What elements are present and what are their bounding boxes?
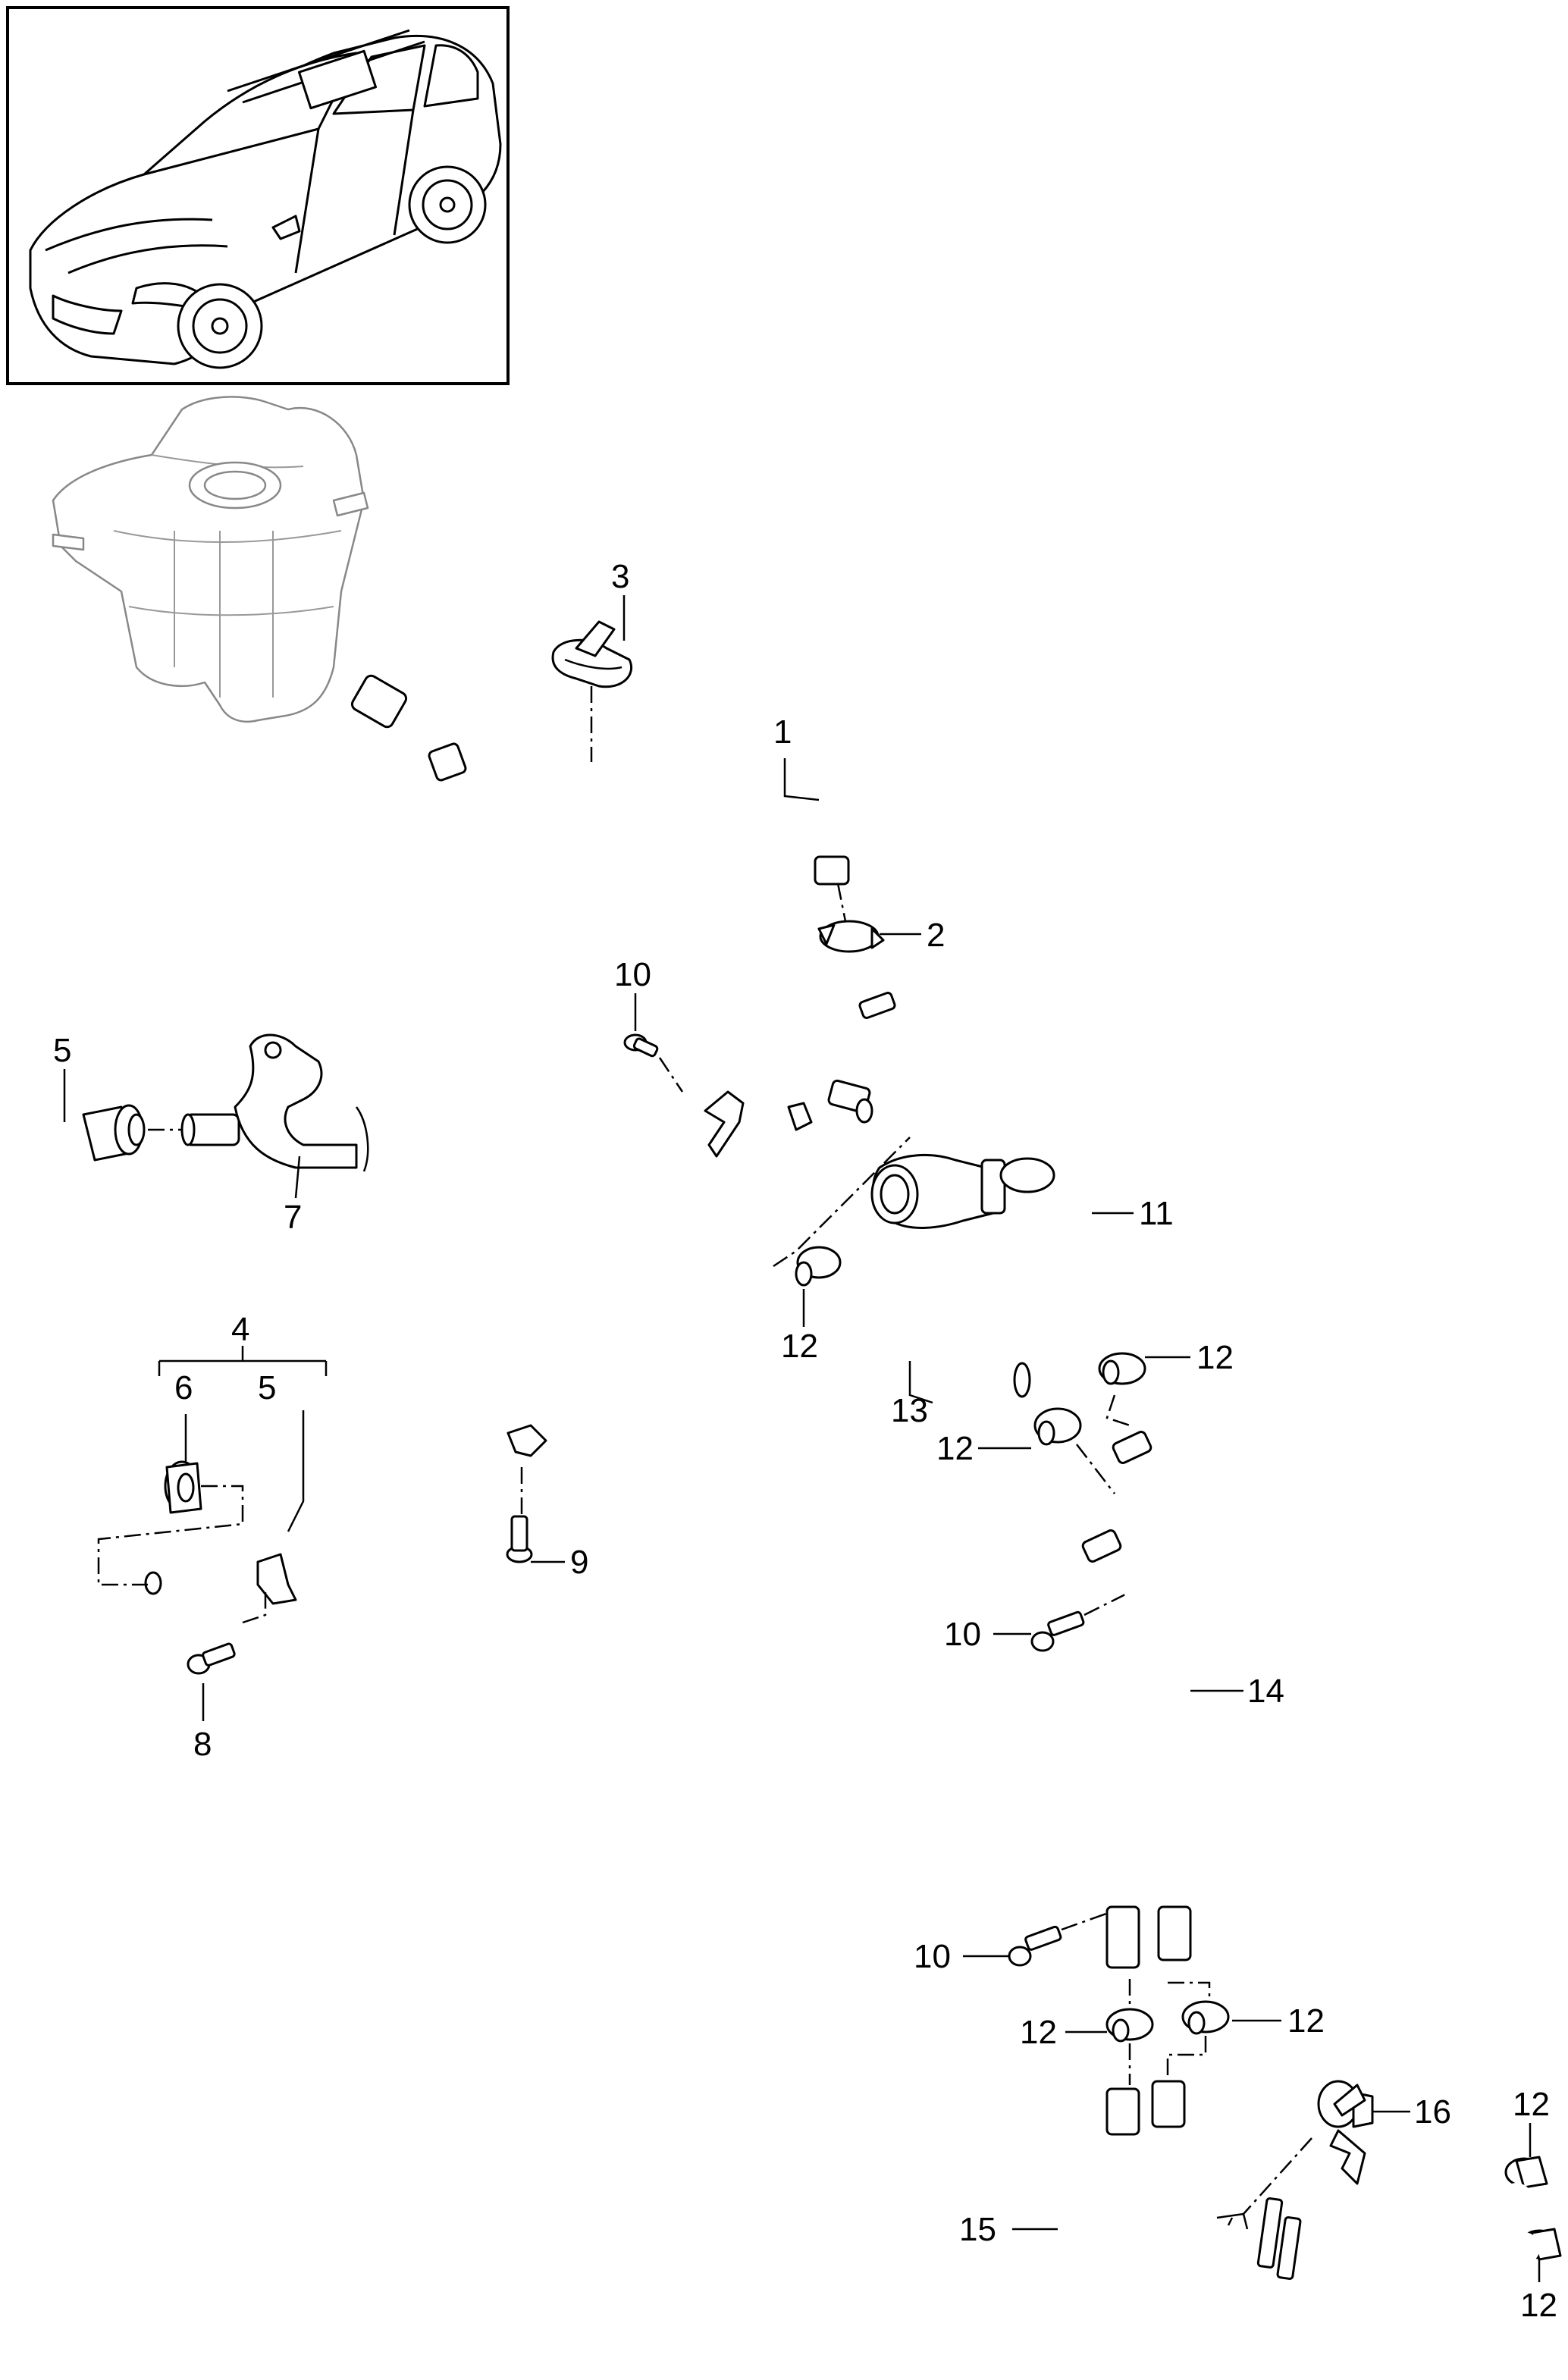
callout-12c: 12 xyxy=(936,1430,974,1467)
clamp-2 xyxy=(817,920,885,953)
clamp-12f xyxy=(1504,2156,1548,2189)
callout-12g: 12 xyxy=(1520,2287,1557,2324)
bolt-10-mid-guide xyxy=(1083,1591,1131,1616)
clamp-12a xyxy=(795,1246,842,1287)
callout-6: 6 xyxy=(174,1369,193,1406)
clamp-2-guide xyxy=(836,883,847,922)
callout-10-mid: 10 xyxy=(944,1616,981,1653)
bolt-9 xyxy=(506,1515,533,1563)
callout-3: 3 xyxy=(611,558,629,595)
clip-16 xyxy=(1317,2080,1374,2185)
callout-1: 1 xyxy=(773,713,792,751)
clamp-12de-guide xyxy=(1128,1979,1211,2085)
hose-15 xyxy=(1055,2080,1540,2283)
clip-16-guide xyxy=(1243,2137,1312,2215)
expansion-tank xyxy=(52,396,369,723)
callout-5-assembly: 5 xyxy=(258,1369,276,1406)
callout-13: 13 xyxy=(891,1392,928,1429)
bolt-8-guide xyxy=(242,1592,267,1624)
bolt-10-mid xyxy=(1030,1610,1085,1652)
callout-12d: 12 xyxy=(1020,2014,1057,2051)
clamp-12c xyxy=(1033,1407,1082,1446)
vehicle-illustration xyxy=(29,29,502,369)
callout-16: 16 xyxy=(1414,2093,1451,2131)
hose-13 xyxy=(848,1281,1032,1400)
clamp-6 xyxy=(164,1460,202,1514)
clamp-12b-guide xyxy=(1105,1394,1131,1427)
bolt-10-low-guide xyxy=(1061,1909,1115,1931)
callout-14: 14 xyxy=(1247,1673,1284,1710)
leader-lines xyxy=(63,595,1541,2282)
callout-12b: 12 xyxy=(1196,1339,1234,1376)
pipe-14 xyxy=(1081,1431,1203,1976)
callout-11: 11 xyxy=(1139,1195,1174,1232)
bolt-10-top xyxy=(623,1033,659,1058)
pipe-assembly-4 xyxy=(141,1053,875,1605)
callout-15: 15 xyxy=(959,2211,996,2248)
callout-8: 8 xyxy=(193,1726,212,1763)
callout-12f: 12 xyxy=(1513,2086,1550,2123)
vehicle-thumbnail xyxy=(6,6,510,385)
clamp-12b xyxy=(1098,1352,1146,1385)
callout-12e: 12 xyxy=(1287,2002,1325,2040)
callout-2: 2 xyxy=(927,917,945,954)
clamp-3 xyxy=(551,620,633,688)
hose-1 xyxy=(348,674,850,886)
callout-4: 4 xyxy=(231,1311,249,1348)
bolt-8 xyxy=(187,1642,236,1675)
callout-9: 9 xyxy=(570,1544,588,1581)
callout-10-low: 10 xyxy=(914,1938,951,1975)
callout-labels: 3 1 2 10 5 7 11 12 4 6 5 12 13 12 9 14 1… xyxy=(53,558,1557,2324)
clamp-12e xyxy=(1181,2000,1230,2035)
callout-10-top: 10 xyxy=(614,956,651,993)
bolt-10-top-guide xyxy=(658,1057,684,1093)
bolt-10-low xyxy=(1008,1925,1062,1967)
hose-5 xyxy=(10,1104,168,1510)
callout-5-hose: 5 xyxy=(53,1032,71,1069)
assembly-guide xyxy=(97,1485,244,1586)
pipe-11 xyxy=(858,992,1107,1342)
clamp-12c-guide xyxy=(1076,1444,1115,1494)
callout-7: 7 xyxy=(284,1199,302,1236)
callout-12a: 12 xyxy=(781,1328,818,1365)
clamp-12d xyxy=(1105,2008,1154,2043)
flange-7 xyxy=(180,1033,369,1172)
clamp-12a-guide xyxy=(773,1137,911,1268)
